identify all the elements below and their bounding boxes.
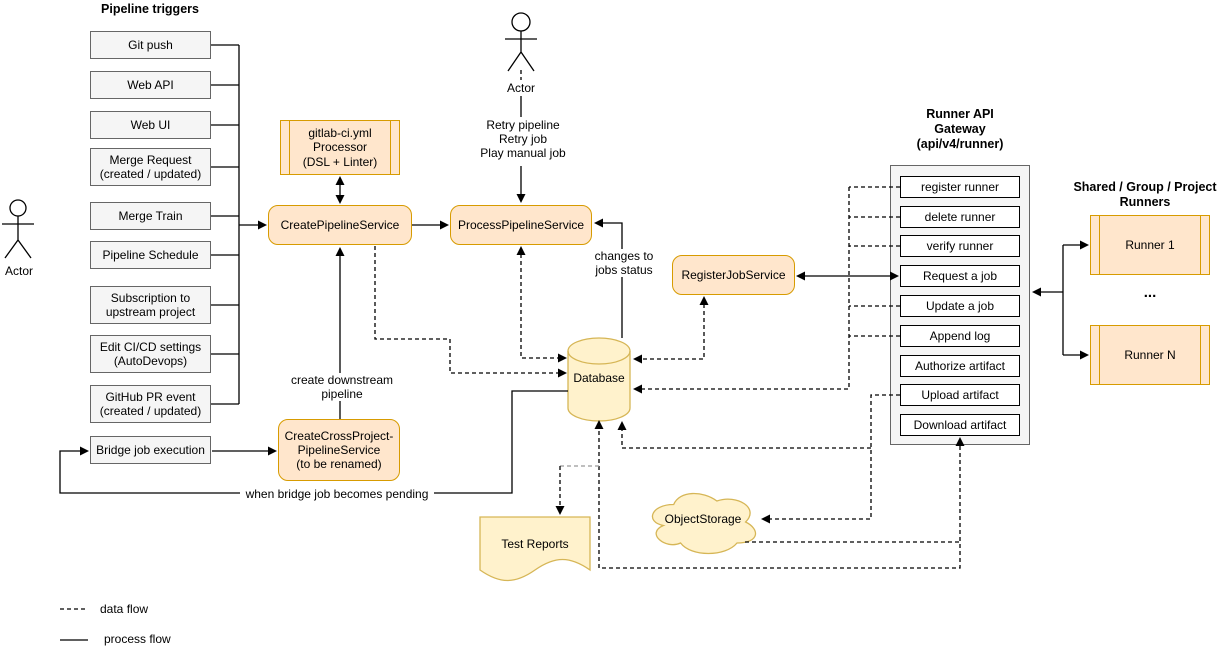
arrow-into-runnern: [1080, 350, 1089, 360]
trigger-merge-request: Merge Request (created / updated): [90, 148, 211, 186]
left-actor-figure: [2, 199, 34, 259]
top-actor-actions: Retry pipeline Retry job Play manual job: [466, 118, 580, 161]
register-job-service: RegisterJobService: [672, 255, 795, 295]
component-bar: [1099, 326, 1100, 384]
changes-to-jobs-status-label: changes to jobs status: [582, 249, 666, 278]
arrow-into-gateway-right: [1032, 287, 1041, 297]
db-to-pps-line: [603, 222, 623, 338]
gateway-title: Runner API Gateway (api/v4/runner): [916, 107, 1004, 151]
runner-1: Runner 1: [1090, 215, 1210, 275]
trigger-subscription: Subscription to upstream project: [90, 286, 211, 324]
arrow-into-test-reports: [555, 506, 565, 515]
arrow-into-cps-top: [335, 195, 345, 204]
trigger-github-pr-event: GitHub PR event (created / updated): [90, 385, 211, 423]
endpoint-verify-runner: verify runner: [900, 235, 1020, 257]
object-storage-label: ObjectStorage: [664, 512, 742, 526]
runner-n: Runner N: [1090, 325, 1210, 385]
component-bar: [1200, 326, 1201, 384]
endpoint-download-artifact: Download artifact: [900, 414, 1020, 436]
arrow-into-db-bottom-1: [617, 421, 627, 430]
arrow-into-db-right-1: [633, 384, 642, 394]
endpoint-upload-artifact: Upload artifact: [900, 384, 1020, 406]
component-bar: [1200, 216, 1201, 274]
arrow-into-processor-bottom: [335, 176, 345, 185]
trigger-merge-train: Merge Train: [90, 202, 211, 230]
trigger-web-ui: Web UI: [90, 111, 211, 139]
arrow-into-bridge-left: [80, 446, 89, 456]
component-bar: [390, 121, 391, 174]
legend-process-flow: process flow: [104, 632, 171, 646]
test-reports-label: Test Reports: [501, 537, 569, 551]
create-pipeline-service: CreatePipelineService: [268, 205, 412, 245]
arrow-into-db-right-2: [633, 354, 642, 364]
arrow-into-pps-bottom-dashed: [516, 246, 526, 255]
legend-data-flow: data flow: [100, 602, 149, 616]
arrow-into-crossproject-left: [268, 446, 277, 456]
runner-n-label: Runner N: [1124, 347, 1176, 362]
arrow-into-pps-right: [594, 218, 603, 228]
trigger-git-push: Git push: [90, 31, 211, 59]
arrow-into-rjs-right: [796, 271, 805, 281]
endpoint-update-a-job: Update a job: [900, 295, 1020, 317]
endpoint-register-runner: register runner: [900, 176, 1020, 198]
rjs-db-dashed: [642, 304, 705, 360]
process-pipeline-service: ProcessPipelineService: [450, 205, 592, 245]
trigger-pipeline-schedule: Pipeline Schedule: [90, 241, 211, 269]
trigger-edit-cicd-settings: Edit CI/CD settings (AutoDevops): [90, 335, 211, 373]
test-reports-branch: [559, 465, 599, 506]
runners-ellipsis: ...: [1143, 284, 1157, 301]
arrow-into-db-left-2: [558, 368, 567, 378]
download-artifact-db-dashed: [598, 429, 961, 569]
trigger-bridge-job-execution: Bridge job execution: [90, 436, 211, 464]
cps-db-dashed: [374, 246, 558, 374]
trigger-bus: [211, 44, 258, 405]
top-actor-label: Actor: [506, 81, 535, 95]
endpoint-delete-runner: delete runner: [900, 206, 1020, 228]
runner-1-label: Runner 1: [1125, 237, 1175, 252]
left-actor-label: Actor: [4, 264, 33, 278]
gitlab-ci-yml-processor: gitlab-ci.yml Processor (DSL + Linter): [280, 120, 400, 175]
upload-artifact-dashed: [621, 394, 900, 520]
top-actor-figure: [505, 12, 537, 72]
arrow-into-cps-left: [258, 220, 267, 230]
arrow-into-pps-left: [440, 220, 449, 230]
arrow-into-db-left-1: [558, 353, 567, 363]
arrow-into-runner1: [1080, 240, 1089, 250]
endpoint-authorize-artifact: Authorize artifact: [900, 355, 1020, 377]
create-downstream-pipeline-label: create downstream pipeline: [283, 373, 401, 402]
processor-label: gitlab-ci.yml Processor (DSL + Linter): [302, 126, 378, 169]
endpoint-append-log: Append log: [900, 325, 1020, 347]
endpoint-request-a-job: Request a job: [900, 265, 1020, 287]
arrow-into-cps-bottom: [335, 247, 345, 256]
database-label: Database: [573, 371, 625, 385]
component-bar: [1099, 216, 1100, 274]
gateway-runners-bracket: [1041, 244, 1080, 356]
arrow-into-pps-top: [516, 194, 526, 203]
triggers-title: Pipeline triggers: [101, 2, 199, 16]
runners-title: Shared / Group / Project Runners: [1073, 180, 1217, 209]
create-cross-project-pipeline-service: CreateCrossProject- PipelineService (to …: [278, 419, 400, 481]
arrow-into-objectstorage: [761, 514, 770, 524]
arrow-into-db-bottom-2: [594, 420, 604, 429]
pps-db-dashed: [520, 254, 558, 359]
when-bridge-pending-label: when bridge job becomes pending: [240, 487, 434, 502]
component-bar: [289, 121, 290, 174]
arrow-into-rjs-bottom: [699, 296, 709, 305]
trigger-web-api: Web API: [90, 71, 211, 99]
